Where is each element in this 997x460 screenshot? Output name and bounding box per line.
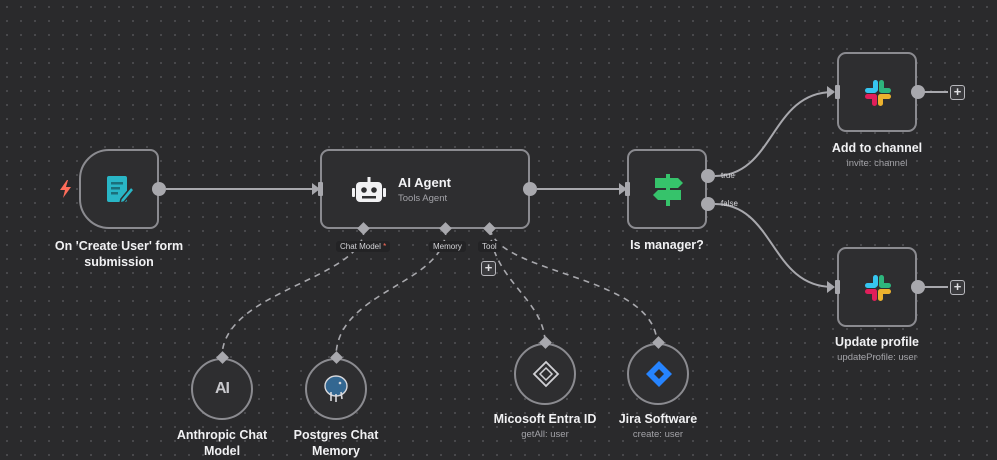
memory-port-label: Memory — [429, 241, 466, 252]
is-manager-false-port[interactable] — [701, 197, 715, 211]
connection-chat-model — [221, 228, 365, 358]
add-to-channel-output-port[interactable] — [911, 85, 925, 99]
add-to-channel-node[interactable] — [837, 52, 917, 132]
is-manager-node[interactable] — [627, 149, 707, 229]
chat-model-port-label: Chat Model * — [336, 241, 391, 252]
arrowhead-agent-in — [312, 183, 320, 195]
form-trigger-label: On 'Create User' form — [54, 239, 184, 253]
anthropic-label-line2: Model — [203, 444, 241, 458]
jira-subtitle: create: user — [632, 429, 684, 440]
update-profile-node[interactable] — [837, 247, 917, 327]
ai-agent-node[interactable]: AI Agent Tools Agent — [320, 149, 530, 229]
is-manager-label: Is manager? — [630, 238, 704, 252]
lightning-bolt-icon — [60, 180, 71, 198]
arrowhead-switch-in — [619, 183, 627, 195]
postgres-chat-memory-node[interactable] — [305, 358, 367, 420]
postgres-label: Postgres Chat — [293, 428, 379, 442]
arrowhead-update-profile-in — [827, 281, 835, 293]
postgres-elephant-icon — [324, 375, 348, 402]
slack-icon — [865, 275, 891, 301]
form-trigger-output-port[interactable] — [152, 182, 166, 196]
tool-port-label: Tool — [478, 241, 501, 252]
form-icon — [107, 176, 134, 205]
add-tool-button[interactable]: + — [481, 261, 496, 276]
add-to-channel-label: Add to channel — [831, 141, 923, 155]
false-output-label: false — [721, 199, 738, 208]
form-trigger-node[interactable] — [79, 149, 159, 229]
entra-id-label: Micosoft Entra ID — [493, 412, 597, 426]
update-profile-output-port[interactable] — [911, 280, 925, 294]
update-profile-input-port[interactable] — [835, 280, 840, 294]
jira-label: Jira Software — [618, 412, 698, 426]
arrowhead-add-channel-in — [827, 86, 835, 98]
update-profile-label: Update profile — [834, 335, 920, 349]
entra-id-icon — [532, 360, 560, 388]
add-after-update-profile-button[interactable]: + — [950, 280, 965, 295]
jira-software-node[interactable] — [627, 343, 689, 405]
anthropic-label: Anthropic Chat — [176, 428, 268, 442]
ai-agent-input-port[interactable] — [318, 182, 323, 196]
is-manager-input-port[interactable] — [625, 182, 630, 196]
connection-tool-jira — [489, 228, 658, 344]
add-after-add-to-channel-button[interactable]: + — [950, 85, 965, 100]
postgres-label-line2: Memory — [312, 444, 360, 458]
connection-memory — [335, 228, 447, 358]
anthropic-chat-model-node[interactable]: AI — [191, 358, 253, 420]
entra-id-node[interactable] — [514, 343, 576, 405]
form-trigger-label-line2: submission — [84, 255, 154, 269]
ai-agent-title: AI Agent — [398, 175, 451, 190]
is-manager-true-port[interactable] — [701, 169, 715, 183]
ai-agent-subtitle: Tools Agent — [398, 193, 448, 204]
add-to-channel-subtitle: invite: channel — [846, 158, 908, 169]
robot-icon — [352, 177, 386, 202]
true-output-label: true — [721, 171, 735, 180]
entra-id-subtitle: getAll: user — [521, 429, 569, 440]
connection-false-to-update-profile — [714, 203, 834, 288]
anthropic-icon: AI — [215, 380, 230, 397]
slack-icon — [865, 80, 891, 106]
connection-true-to-add-channel — [714, 91, 834, 177]
ai-agent-output-port[interactable] — [523, 182, 537, 196]
signpost-icon — [653, 174, 683, 206]
update-profile-subtitle: updateProfile: user — [837, 352, 917, 363]
jira-icon — [646, 361, 672, 387]
add-to-channel-input-port[interactable] — [835, 85, 840, 99]
